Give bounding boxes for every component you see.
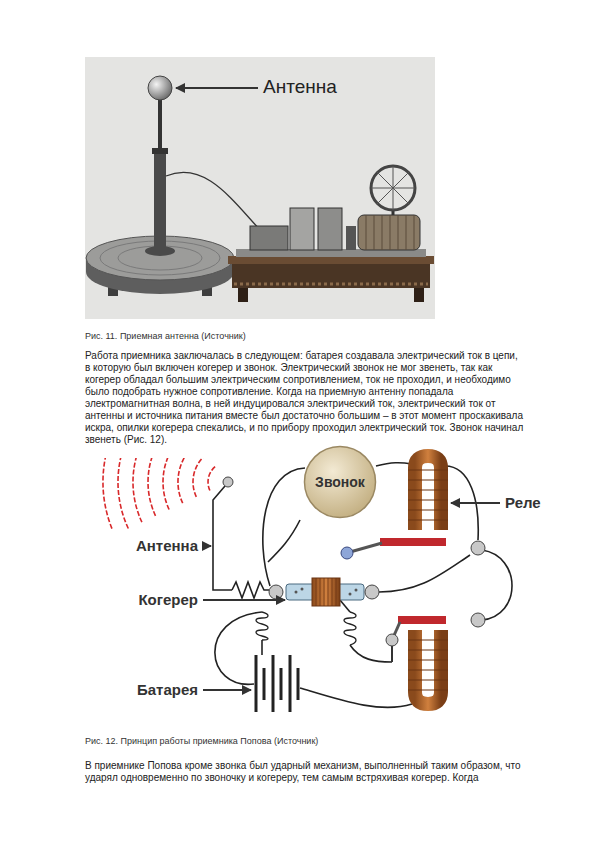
- coherer-symbol: [365, 585, 379, 599]
- wires: [232, 582, 269, 598]
- photo-receiver: [238, 286, 248, 302]
- wires: [263, 468, 305, 586]
- bell-circle: Звонок: [303, 445, 377, 519]
- relay-symbol: [415, 456, 441, 530]
- antenna-tip: [223, 477, 233, 487]
- photo-receiver: [232, 262, 430, 288]
- wires: [268, 520, 300, 562]
- figure-caption: Рис. 12. Принцип работы приемника Попова…: [85, 736, 318, 746]
- relay-symbol: [471, 541, 485, 555]
- photo-receiver: [414, 286, 424, 302]
- radio-waves: [103, 458, 217, 530]
- photo-receiver: [371, 166, 415, 210]
- radio-waves: [118, 458, 165, 529]
- photo-receiver: [318, 208, 342, 250]
- wires: [261, 640, 263, 655]
- coherer-symbol: [355, 589, 358, 592]
- coherer-symbol: [269, 578, 379, 606]
- wires: [300, 688, 412, 707]
- photo-receiver: [148, 76, 172, 100]
- relay-symbol: [408, 640, 448, 690]
- wires: [350, 645, 392, 662]
- relay-symbol: [408, 470, 448, 520]
- leader-arrows: [203, 689, 251, 691]
- relay-symbol: [391, 646, 393, 662]
- photo-receiver: [166, 172, 262, 232]
- body-paragraph: Работа приемника заключалась в следующем…: [85, 350, 525, 446]
- leader-arrows: [451, 502, 500, 504]
- photo-receiver: [250, 226, 288, 250]
- photo-receiver: [158, 98, 162, 150]
- photo-receiver: [366, 215, 414, 250]
- coherer-symbol: [316, 578, 336, 606]
- leader-arrow: [176, 87, 258, 89]
- radio-waves: [148, 458, 182, 516]
- battery-symbol: [272, 655, 275, 712]
- photo-receiver: [358, 215, 420, 250]
- relay-symbol: [415, 630, 441, 704]
- wires: [213, 486, 232, 590]
- part-label: Когерер: [88, 591, 198, 608]
- coherer-symbol: [349, 593, 352, 596]
- wires: [482, 550, 512, 620]
- battery-symbol: [256, 655, 298, 712]
- wires: [340, 600, 350, 612]
- spring-symbol: [256, 612, 356, 645]
- coherer-symbol: [312, 578, 340, 606]
- radio-waves: [103, 458, 156, 530]
- leader-arrows: [203, 545, 211, 547]
- relay-symbol: [386, 634, 398, 646]
- battery-symbol: [297, 668, 300, 700]
- photo-receiver: [85, 57, 435, 319]
- bell-shape: [304, 446, 375, 517]
- radio-waves: [178, 458, 199, 503]
- figure-caption: Рис. 11. Приемная антенна (Источник): [85, 331, 246, 341]
- photo-receiver: [85, 57, 435, 319]
- photo-receiver: [228, 256, 434, 264]
- battery-symbol: [263, 668, 266, 700]
- part-label: Антенна: [88, 537, 198, 554]
- photo-receiver: [290, 208, 314, 250]
- part-label: Батарея: [88, 681, 198, 698]
- relay-symbol: [398, 616, 446, 624]
- wires: [379, 555, 470, 592]
- leader-arrows: [203, 599, 285, 601]
- battery-symbol: [289, 655, 292, 712]
- wires: [376, 463, 412, 466]
- radio-waves: [163, 458, 191, 510]
- radio-waves: [208, 466, 217, 491]
- photo-receiver: [346, 226, 356, 250]
- part-label: Реле: [505, 494, 541, 511]
- relay-symbol: [350, 543, 382, 552]
- photo-receiver: [371, 166, 415, 210]
- radio-waves: [133, 458, 174, 522]
- relay-symbol: [341, 547, 353, 559]
- part-label: Антенна: [263, 76, 337, 98]
- spring-symbol: [344, 612, 356, 645]
- photo-receiver: [234, 283, 428, 286]
- radio-waves: [193, 458, 208, 497]
- leader-arrows: [203, 503, 500, 690]
- relay-symbol: [380, 538, 446, 546]
- coherer-symbol: [301, 588, 304, 591]
- relay-symbol: [471, 613, 485, 627]
- node-label: Звонок: [315, 474, 365, 491]
- battery-symbol: [280, 668, 283, 700]
- spring-symbol: [256, 612, 268, 640]
- coherer-symbol: [295, 591, 298, 594]
- battery-symbol: [255, 655, 258, 712]
- photo-receiver: [154, 150, 166, 251]
- body-paragraph: В приемнике Попова кроме звонка был удар…: [85, 760, 525, 784]
- coherer-symbol: [269, 585, 283, 599]
